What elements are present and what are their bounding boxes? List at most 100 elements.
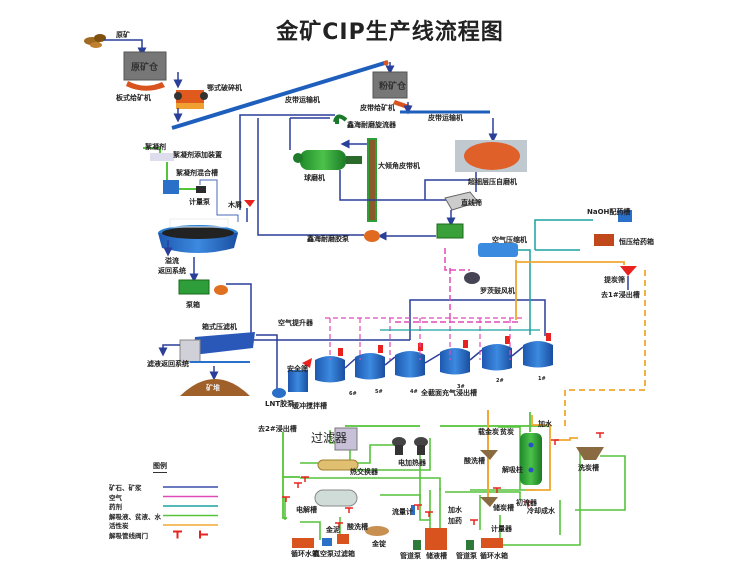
pump-box-icon	[178, 279, 210, 295]
label-pump-box: 泵箱	[186, 301, 200, 309]
label-add-water-2: 加水	[538, 420, 552, 428]
label-filter: 过滤器	[311, 431, 348, 445]
apron-feeder-icon	[126, 81, 165, 91]
label-air-compressor: 空气压缩机	[492, 236, 527, 244]
label-apron-feeder: 板式给矿机	[116, 94, 151, 102]
label-pipeline-pump-2: 管道泵	[456, 552, 477, 560]
slurry-pump-icon	[364, 230, 380, 242]
legend-label: 活性炭	[109, 522, 129, 530]
label-raw-ore-bin: 原矿仓	[131, 63, 159, 73]
label-belt-conveyor-1: 皮带运输机	[285, 96, 320, 104]
belt-conveyor-1	[171, 60, 389, 130]
label-naoh-tank: NaOH配药槽	[587, 208, 631, 216]
label-storage-carbon: 储炭槽	[493, 504, 514, 512]
label-metering-pump: 计量泵	[189, 198, 210, 206]
valve-icon[interactable]	[301, 476, 309, 482]
valve-icon[interactable]	[524, 501, 532, 507]
legend-title: 图例	[153, 461, 167, 473]
slurry-flow-line	[511, 346, 524, 357]
slurry-flow-line	[424, 353, 441, 364]
lnt-pump-icon	[272, 388, 286, 398]
raw-ore-icon	[84, 34, 106, 48]
label-tank-3: 3#	[457, 384, 465, 390]
valve-icon[interactable]	[335, 522, 343, 528]
sump-icon	[436, 223, 464, 239]
circulating-tank-icon	[292, 538, 314, 548]
label-add-water: 加水	[448, 506, 462, 514]
valve-icon[interactable]	[414, 504, 422, 510]
storage-carbon-tank-icon	[480, 497, 498, 507]
label-jaw-crusher: 鄂式破碎机	[207, 84, 242, 92]
belt-feeder-icon	[393, 100, 412, 110]
valve-icon[interactable]	[551, 439, 559, 445]
valve-icon[interactable]	[493, 487, 501, 493]
valve-icon[interactable]	[345, 507, 353, 513]
pump-icon	[214, 285, 228, 295]
label-tank-2: 2#	[496, 378, 504, 384]
legend-label: 解吸液、贫液、水	[109, 512, 161, 521]
label-gold-mud: 金泥	[326, 526, 340, 534]
flocculant-mixing-tank-icon	[163, 180, 179, 194]
tailings-pile-icon	[180, 379, 250, 396]
ball-mill-icon	[293, 150, 362, 170]
label-loaded-carbon: 载金炭	[478, 428, 499, 436]
pipeline-pump-2-icon	[466, 540, 474, 550]
carbon-line	[515, 260, 625, 320]
label-tailings: 矿堆	[206, 384, 220, 392]
label-tank-6: 6#	[349, 391, 357, 397]
raw-ore-bin	[123, 51, 167, 81]
metering-pump-icon	[196, 186, 206, 193]
storage-tank-icon	[425, 528, 447, 550]
label-electrolytic-tank: 电解槽	[296, 506, 317, 514]
diagram-title: 金矿CIP生产线流程图	[276, 20, 504, 45]
label-air-lift: 空气提升器	[278, 319, 313, 327]
label-tank-1: 1#	[538, 376, 546, 382]
valve-icon[interactable]	[425, 511, 433, 517]
filter-box-icon	[337, 534, 349, 544]
ore-line	[239, 114, 335, 210]
valve-icon[interactable]	[470, 519, 478, 525]
leach-tank	[395, 343, 441, 378]
buffer-tank-icon	[288, 370, 308, 392]
acid-wash-tank-icon	[480, 450, 498, 460]
label-slurry-pump: 鑫海耐磨胶泵	[307, 235, 349, 243]
label-gold-ingot: 金锭	[372, 540, 386, 548]
reagent-line	[518, 219, 593, 335]
vacuum-pump-icon	[322, 538, 332, 546]
label-filtrate-return: 滤液返回系统	[147, 360, 189, 368]
label-add-alkali: 加药	[448, 517, 462, 525]
valve-icon[interactable]	[282, 496, 290, 502]
valve-icon[interactable]	[294, 482, 302, 488]
sag-mill-icon	[464, 142, 520, 170]
label-desorption-column: 解吸柱	[502, 466, 523, 474]
label-initial-flow: 初流器	[516, 499, 537, 507]
legend-valve-icon	[173, 530, 208, 539]
legend-label: 药剂	[109, 503, 122, 511]
ore-line	[104, 39, 147, 57]
label-filter-box: 过滤箱	[334, 550, 355, 558]
label-circulating-tank-2: 循环水箱	[480, 552, 508, 560]
label-heat-exchanger: 热交换器	[350, 468, 378, 476]
roots-blower-icon	[464, 272, 480, 284]
leach-tank-group	[315, 333, 553, 383]
air-lift-icon	[463, 340, 468, 348]
valve-icon[interactable]	[596, 432, 604, 438]
leach-tank	[355, 345, 396, 380]
cyclone-icon	[333, 114, 348, 124]
label-raw-ore: 原矿	[116, 31, 130, 39]
pipeline-pump-1-icon	[413, 540, 421, 550]
label-to-tank-2: 去2#浸出槽	[258, 425, 297, 433]
circulating-tank-2-icon	[481, 538, 503, 548]
label-circulating-tank-1: 循环水箱	[291, 550, 319, 558]
label-wash-tank: 洗炭槽	[578, 464, 599, 472]
label-tank-5: 5#	[375, 389, 383, 395]
air-lift-icon	[546, 333, 551, 341]
slurry-flow-line	[384, 356, 396, 366]
label-constant-feeder: 恒压给药箱	[619, 238, 654, 246]
label-acid-tank: 酸洗槽	[464, 457, 485, 465]
constant-feeder-icon	[594, 234, 614, 246]
fine-ore-bin	[372, 71, 408, 99]
thickener-icon	[158, 218, 238, 253]
label-flowmeter: 流量计	[392, 508, 413, 516]
